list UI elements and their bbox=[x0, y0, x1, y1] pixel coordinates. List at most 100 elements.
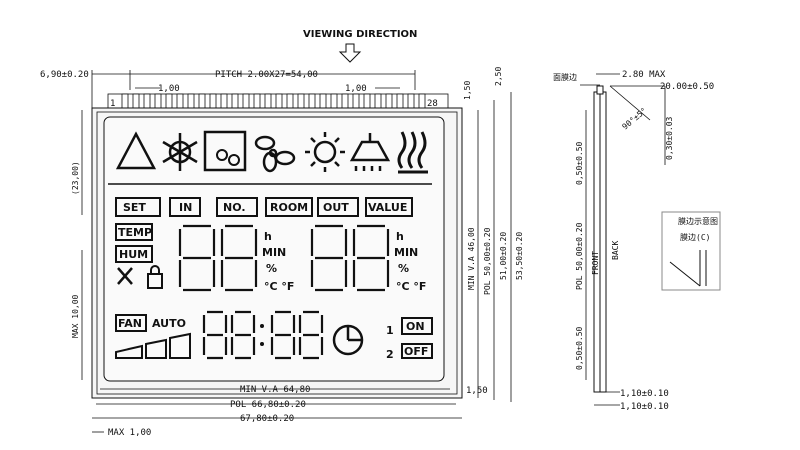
side-dim-110a: 1,10±0.10 bbox=[620, 389, 669, 399]
label-value: VALUE bbox=[368, 201, 407, 214]
unit-min-1: MIN bbox=[262, 246, 286, 259]
pin bbox=[132, 93, 140, 109]
viewing-direction-title: VIEWING DIRECTION bbox=[303, 29, 417, 40]
side-max-280: 2.80 MAX bbox=[622, 70, 666, 80]
snowflake-icon bbox=[162, 133, 198, 171]
pin bbox=[330, 93, 338, 109]
unit-deg-1: °C °F bbox=[264, 280, 294, 293]
top-gap-label: 1,50 bbox=[463, 81, 472, 100]
max-10-label: MAX 10,00 bbox=[71, 294, 80, 338]
seven-seg-digit bbox=[310, 224, 348, 292]
side-view: 面膜边 2.80 MAX 20.00±0.50 90°±5° 0,30±0.03… bbox=[553, 70, 721, 412]
max-1-label: MAX 1,00 bbox=[108, 428, 151, 438]
seven-seg-digit bbox=[352, 224, 390, 292]
pin bbox=[143, 93, 151, 109]
seven-seg-display-1 bbox=[178, 224, 258, 292]
pin bbox=[275, 93, 283, 109]
pin bbox=[253, 93, 261, 109]
pin-last-label: 28 bbox=[427, 99, 438, 109]
pin bbox=[176, 93, 184, 109]
label-auto: AUTO bbox=[152, 317, 186, 330]
pitch-right-label: 1,00 bbox=[345, 84, 367, 94]
label-on: ON bbox=[406, 320, 425, 333]
side-dim-110b: 1,10±0.10 bbox=[620, 402, 669, 412]
pin bbox=[341, 93, 349, 109]
sun-icon bbox=[305, 132, 345, 172]
side-front: FRONT bbox=[591, 251, 600, 275]
side-pol-50: POL 50,00±0.20 bbox=[575, 222, 584, 290]
side-back: BACK bbox=[611, 241, 620, 260]
detail-title: 膜边示意图 bbox=[678, 216, 718, 226]
label-no: NO. bbox=[223, 201, 246, 214]
segment-label-row: SET IN NO. ROOM OUT VALUE bbox=[115, 197, 413, 217]
top-gap2-label: 2,50 bbox=[494, 67, 503, 86]
seven-seg-display-2 bbox=[310, 224, 390, 292]
seven-seg-digit bbox=[298, 310, 324, 360]
side-angle: 90°±5° bbox=[621, 106, 649, 131]
bottom-gap-label: 1,50 bbox=[466, 386, 488, 396]
side-dim-050b: 0,50±0.50 bbox=[575, 326, 584, 370]
heating-icon bbox=[397, 131, 428, 174]
height-23-label: (23,00) bbox=[71, 161, 80, 195]
label-fan: FAN bbox=[118, 317, 142, 330]
pin bbox=[297, 93, 305, 109]
fan-blade-icon bbox=[254, 135, 296, 173]
pin bbox=[374, 93, 382, 109]
pin bbox=[165, 93, 173, 109]
label-room: ROOM bbox=[270, 201, 308, 214]
unit-pct-2: % bbox=[398, 262, 409, 275]
label-hum: HUM bbox=[119, 248, 148, 261]
side-label-cn: 面膜边 bbox=[553, 72, 577, 82]
pin bbox=[385, 93, 393, 109]
tools-icon bbox=[117, 267, 133, 285]
unit-deg-2: °C °F bbox=[396, 280, 426, 293]
viewing-arrow-icon bbox=[338, 43, 362, 63]
label-out: OUT bbox=[323, 201, 349, 214]
pin bbox=[187, 93, 195, 109]
pin bbox=[396, 93, 404, 109]
label-off: OFF bbox=[404, 345, 428, 358]
unit-h-2: h bbox=[396, 230, 404, 243]
shower-icon bbox=[349, 133, 391, 171]
lock-icon bbox=[147, 265, 163, 289]
side-dim-030: 0,30±0.03 bbox=[665, 116, 674, 160]
pol-h-label: POL 50,00±0.20 bbox=[483, 227, 492, 295]
label-one: 1 bbox=[386, 324, 394, 337]
seven-seg-digit bbox=[202, 310, 228, 360]
pin bbox=[209, 93, 217, 109]
pin bbox=[231, 93, 239, 109]
warning-triangle-icon bbox=[115, 131, 157, 170]
left-edge-label: 6,90±0.20 bbox=[40, 70, 89, 80]
clock-colon-dot bbox=[260, 324, 264, 328]
label-temp: TEMP bbox=[118, 226, 152, 239]
outline-h2-label: 53,50±0.20 bbox=[515, 232, 524, 280]
label-set: SET bbox=[123, 201, 146, 214]
pin bbox=[242, 93, 250, 109]
pin bbox=[220, 93, 228, 109]
unit-min-2: MIN bbox=[394, 246, 418, 259]
detail-sub: 膜边(C) bbox=[680, 232, 710, 242]
pin bbox=[198, 93, 206, 109]
fan-speed-bars-icon bbox=[115, 332, 191, 359]
pin bbox=[154, 93, 162, 109]
pin bbox=[363, 93, 371, 109]
pin bbox=[319, 93, 327, 109]
pol-w-label: POL 66,80±0.20 bbox=[230, 400, 306, 410]
side-dim-050a: 0,50±0.50 bbox=[575, 141, 584, 185]
side-dim-20: 20.00±0.50 bbox=[660, 82, 714, 92]
pin bbox=[407, 93, 415, 109]
unit-pct-1: % bbox=[266, 262, 277, 275]
outline-h1-label: 51,00±0.20 bbox=[499, 232, 508, 280]
timer-pie-icon bbox=[332, 324, 364, 356]
seven-seg-digit bbox=[270, 310, 296, 360]
pin-first-label: 1 bbox=[110, 99, 115, 109]
pitch-dimension: PITCH 2.00X27=54,00 bbox=[129, 70, 416, 90]
seven-seg-clock bbox=[202, 310, 324, 360]
seven-seg-digit bbox=[220, 224, 258, 292]
pitch-label: PITCH 2.00X27=54,00 bbox=[215, 70, 318, 80]
pin bbox=[418, 93, 426, 109]
min-va-w-label: MIN V.A 64,80 bbox=[240, 385, 310, 395]
dry-mode-icon bbox=[203, 130, 247, 172]
pin bbox=[308, 93, 316, 109]
